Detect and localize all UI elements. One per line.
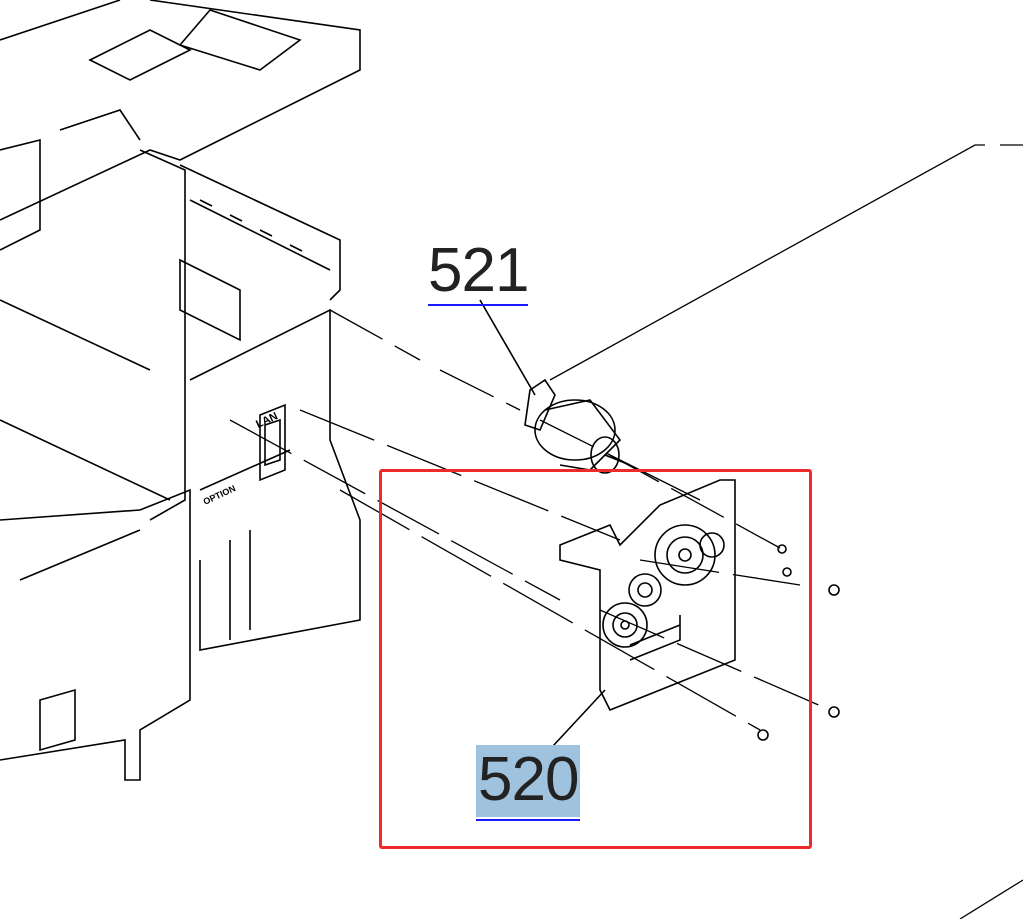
- callout-521-label: 521: [428, 236, 529, 305]
- callout-520-label: 520: [478, 745, 579, 814]
- selection-box: [379, 469, 812, 849]
- callout-520-underline: [476, 819, 581, 821]
- explosion-lines: [229, 144, 1023, 919]
- gear-assembly-part-520: [539, 479, 736, 761]
- lan-label: LAN: [254, 410, 280, 430]
- callout-521[interactable]: 521: [428, 240, 529, 306]
- callout-521-underline: [428, 304, 529, 306]
- screws: [757, 544, 840, 741]
- callout-520[interactable]: 520: [476, 745, 581, 821]
- chassis-assembly: [0, 0, 361, 781]
- motor-part-521: [479, 299, 631, 474]
